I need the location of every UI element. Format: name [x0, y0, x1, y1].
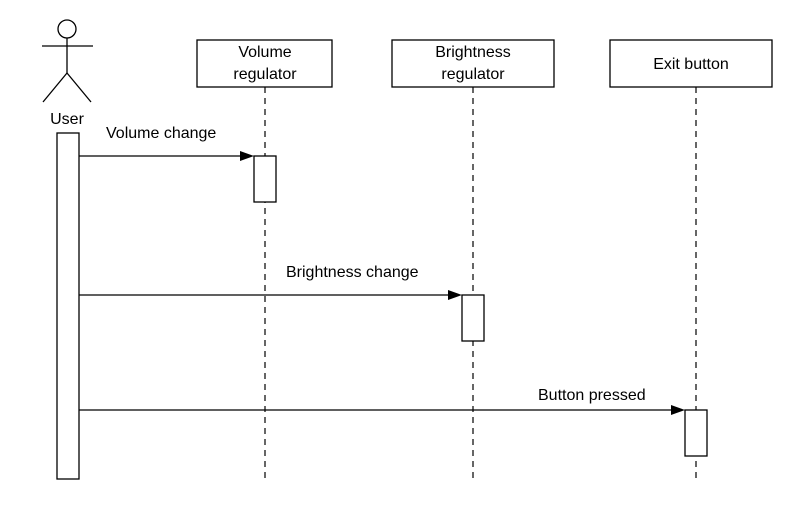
- actor-label: User: [50, 111, 84, 128]
- message-label: Brightness change: [286, 264, 419, 281]
- participant-label-line-1: Exit button: [653, 56, 729, 73]
- arrowhead-icon: [448, 290, 462, 300]
- participant-box: [196, 39, 333, 88]
- participant-exit-button: Exit button: [609, 39, 773, 479]
- participant-label-line-2: regulator: [441, 66, 505, 83]
- participant-brightness-regulator: Brightness regulator: [391, 39, 555, 479]
- message-brightness-change: Brightness change: [79, 264, 462, 300]
- message-label: Button pressed: [538, 387, 646, 404]
- arrowhead-icon: [240, 151, 254, 161]
- participant-box: [391, 39, 555, 88]
- participant-label-line-1: Volume: [238, 44, 291, 61]
- message-button-pressed: Button pressed: [79, 387, 685, 415]
- participant-box: [609, 39, 773, 88]
- user-activation-bar: [56, 132, 80, 480]
- arrowhead-icon: [671, 405, 685, 415]
- activation-bar: [253, 155, 277, 203]
- stick-figure-icon: [42, 19, 93, 103]
- user-actor: User: [42, 19, 93, 480]
- activation-bar: [684, 409, 708, 457]
- participant-volume-regulator: Volume regulator: [196, 39, 333, 479]
- participant-label-line-1: Brightness: [435, 44, 511, 61]
- message-label: Volume change: [106, 125, 216, 142]
- participant-label-line-2: regulator: [233, 66, 297, 83]
- activation-bar: [461, 294, 485, 342]
- message-volume-change: Volume change: [79, 125, 254, 161]
